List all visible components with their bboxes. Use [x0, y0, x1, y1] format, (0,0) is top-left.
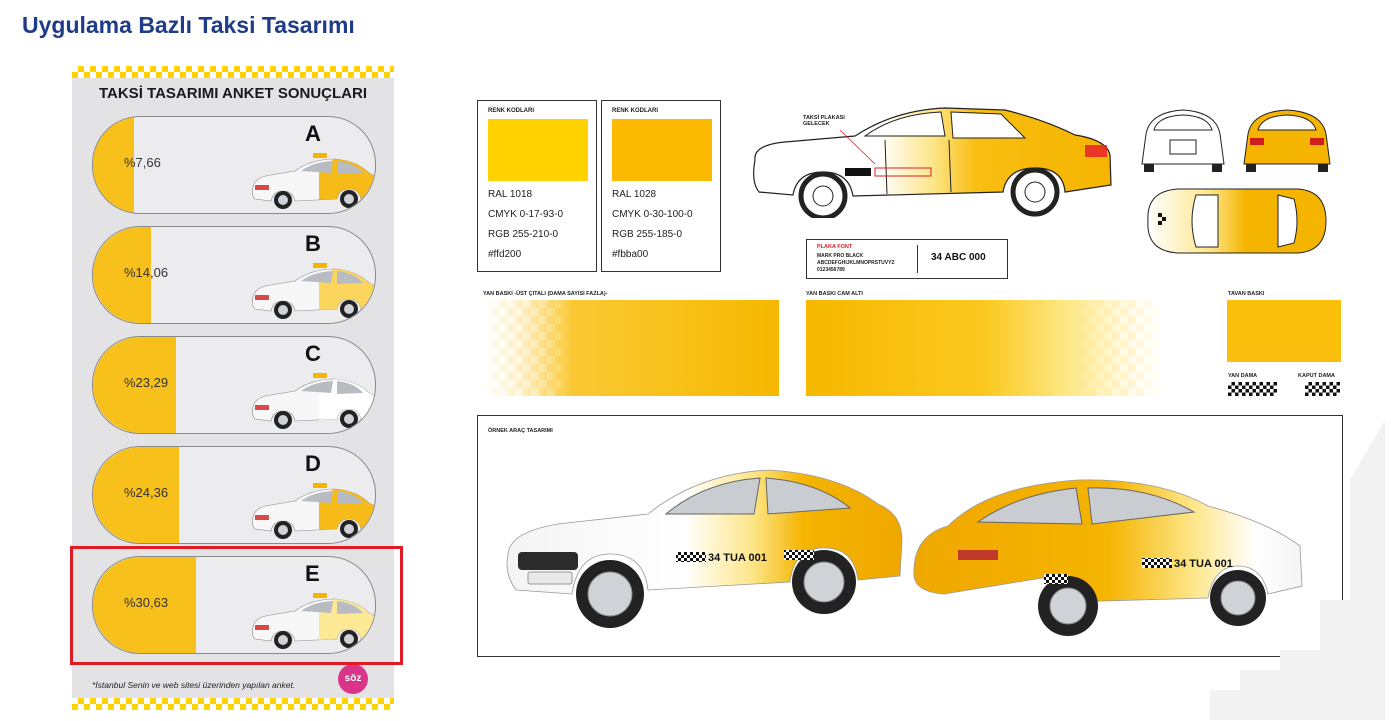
- color-swatch: [612, 119, 712, 181]
- plate-note: TAKSİ PLAKASI GELECEK: [803, 115, 845, 127]
- watermark-illustration: [1210, 420, 1385, 720]
- survey-option-percent: %24,36: [124, 485, 169, 500]
- taxi-side-view-blueprint: [753, 107, 1112, 218]
- side-checker-label: YAN DAMA: [1228, 373, 1258, 379]
- roof-print-label: TAVAN BASKI: [1228, 291, 1265, 297]
- cmyk-code: CMYK 0-30-100-0: [612, 209, 693, 220]
- ral-code: RAL 1028: [612, 189, 657, 200]
- color-swatch: [488, 119, 588, 181]
- plate-font-box: PLAKA FONT MARK PRO BLACK ABCDEFGHIJKLMN…: [806, 239, 1008, 279]
- taxi-design-image: [252, 263, 375, 319]
- hood-checker-pattern: [1305, 382, 1340, 396]
- survey-option-letter: E: [305, 561, 320, 586]
- sample-design-title: ÖRNEK ARAÇ TASARIMI: [488, 428, 553, 434]
- taxi-design-image: [252, 153, 375, 209]
- hood-checker-label: KAPUT DAMA: [1298, 373, 1335, 379]
- plate-font-letters: ABCDEFGHIJKLMNOPRSTUVYZ: [817, 260, 895, 266]
- taxi-top-view: [1147, 188, 1327, 254]
- plate-font-name: MARK PRO BLACK: [817, 253, 864, 259]
- side-top-print-checker: [483, 300, 573, 396]
- survey-option-letter: C: [305, 341, 321, 366]
- rgb-code: RGB 255-185-0: [612, 229, 683, 240]
- side-under-glass-print-checker: [1080, 300, 1170, 396]
- survey-title: TAKSİ TASARIMI ANKET SONUÇLARI: [98, 85, 368, 102]
- ral-code: RAL 1018: [488, 189, 533, 200]
- sample-plate-rear: 34 TUA 001: [1174, 558, 1233, 570]
- side-checker-pattern: [1228, 382, 1277, 396]
- checker-border-top: [72, 66, 394, 78]
- survey-footnote: *İstanbul Senin ve web sitesi üzerinden …: [92, 680, 296, 690]
- selected-option-highlight: [70, 546, 403, 665]
- survey-option-letter: B: [305, 231, 321, 256]
- checker-border-bottom: [72, 698, 394, 710]
- hex-code: #fbba00: [612, 249, 649, 260]
- sample-vehicle-design: ÖRNEK ARAÇ TASARIMI 34 TUA 001: [477, 415, 1343, 657]
- taxi-design-image: [252, 373, 375, 429]
- taxi-design-image: [252, 593, 375, 649]
- sample-taxi-rear-angle: 34 TUA 001: [913, 479, 1303, 636]
- color-card-title: RENK KODLARI: [488, 108, 534, 114]
- survey-option-bar: [93, 447, 179, 543]
- taxi-front-view: [1141, 109, 1225, 172]
- divider: [917, 245, 918, 273]
- plate-font-digits: 0123456789: [817, 267, 845, 273]
- survey-option-percent: %30,63: [124, 595, 169, 610]
- cmyk-code: CMYK 0-17-93-0: [488, 209, 564, 220]
- survey-option-percent: %14,06: [124, 265, 169, 280]
- survey-option-c: %23,29 C: [92, 336, 376, 434]
- survey-option-bar: [93, 337, 176, 433]
- survey-option-letter: D: [305, 451, 321, 476]
- side-top-print-label: YAN BASKI -ÜST ÇITALI (DAMA SAYISI FAZLA…: [483, 291, 608, 297]
- color-card-ral-1028: RENK KODLARI RAL 1028 CMYK 0-30-100-0 RG…: [601, 100, 721, 272]
- survey-option-e: %30,63 E: [92, 556, 376, 654]
- soz-logo: söz: [338, 664, 368, 694]
- survey-option-b: %14,06 B: [92, 226, 376, 324]
- sample-taxi-front-angle: 34 TUA 001: [506, 469, 903, 628]
- plate-sample: 34 ABC 000: [931, 252, 986, 263]
- sample-plate-front: 34 TUA 001: [708, 552, 767, 564]
- survey-option-percent: %7,66: [124, 155, 161, 170]
- taxi-design-image: [252, 483, 375, 539]
- survey-option-percent: %23,29: [124, 375, 169, 390]
- survey-panel: TAKSİ TASARIMI ANKET SONUÇLARI %7,66 A %14…: [72, 66, 394, 710]
- taxi-rear-view: [1243, 109, 1331, 172]
- survey-option-d: %24,36 D: [92, 446, 376, 544]
- survey-option-letter: A: [305, 121, 321, 146]
- side-under-glass-print-label: YAN BASKI CAM ALTI: [806, 291, 863, 297]
- color-card-ral-1018: RENK KODLARI RAL 1018 CMYK 0-17-93-0 RGB…: [477, 100, 597, 272]
- survey-option-bar: [93, 557, 196, 653]
- hex-code: #ffd200: [488, 249, 522, 260]
- rgb-code: RGB 255-210-0: [488, 229, 559, 240]
- roof-print: [1227, 300, 1341, 362]
- color-card-title: RENK KODLARI: [612, 108, 658, 114]
- survey-option-a: %7,66 A: [92, 116, 376, 214]
- plate-font-label: PLAKA FONT: [817, 244, 853, 250]
- page-title: Uygulama Bazlı Taksi Tasarımı: [22, 12, 355, 38]
